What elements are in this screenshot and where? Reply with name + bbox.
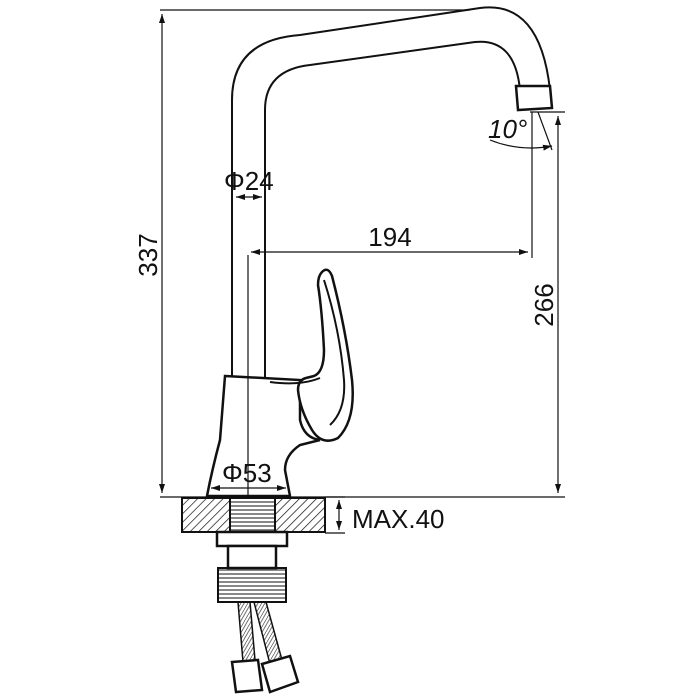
spout-aerator: [514, 84, 554, 112]
hose-nut-left: [230, 658, 264, 694]
angle-arc: [489, 139, 553, 151]
spout-height-label: 266: [529, 283, 559, 326]
faucet-body: [205, 6, 554, 498]
mounting-shank: [215, 530, 289, 548]
lever-handle: [296, 268, 354, 442]
mounting-thread: [229, 497, 276, 533]
hose-nut-right: [260, 654, 300, 694]
lever-joint-line: [269, 377, 321, 385]
countertop-right-hatch: [274, 497, 326, 533]
mounting-nut: [217, 567, 287, 603]
dimension-labels: 337 Φ24 Φ53 194 266 10° MAX.40: [133, 114, 559, 534]
angle-ref-line: [537, 111, 553, 151]
spout-inner-line: [264, 40, 521, 378]
countertop-section: [181, 497, 326, 533]
braided-hose-left: [237, 601, 256, 663]
spout-diameter-label: Φ24: [224, 166, 274, 196]
spout-angle-label: 10°: [488, 114, 527, 144]
dimension-lines: [159, 9, 565, 534]
shank-neck: [226, 544, 278, 570]
max-mount-thickness-label: MAX.40: [352, 504, 445, 534]
braided-hose-right: [253, 601, 283, 665]
countertop-left-hatch: [181, 497, 231, 533]
under-counter-fittings: [215, 530, 300, 694]
base-diameter-label: Φ53: [222, 458, 272, 488]
spout-reach-label: 194: [368, 222, 411, 252]
total-height-label: 337: [133, 233, 163, 276]
spout-outer-line: [231, 6, 551, 378]
lever-handle-detail: [323, 279, 346, 426]
faucet-base-body: [205, 374, 321, 498]
